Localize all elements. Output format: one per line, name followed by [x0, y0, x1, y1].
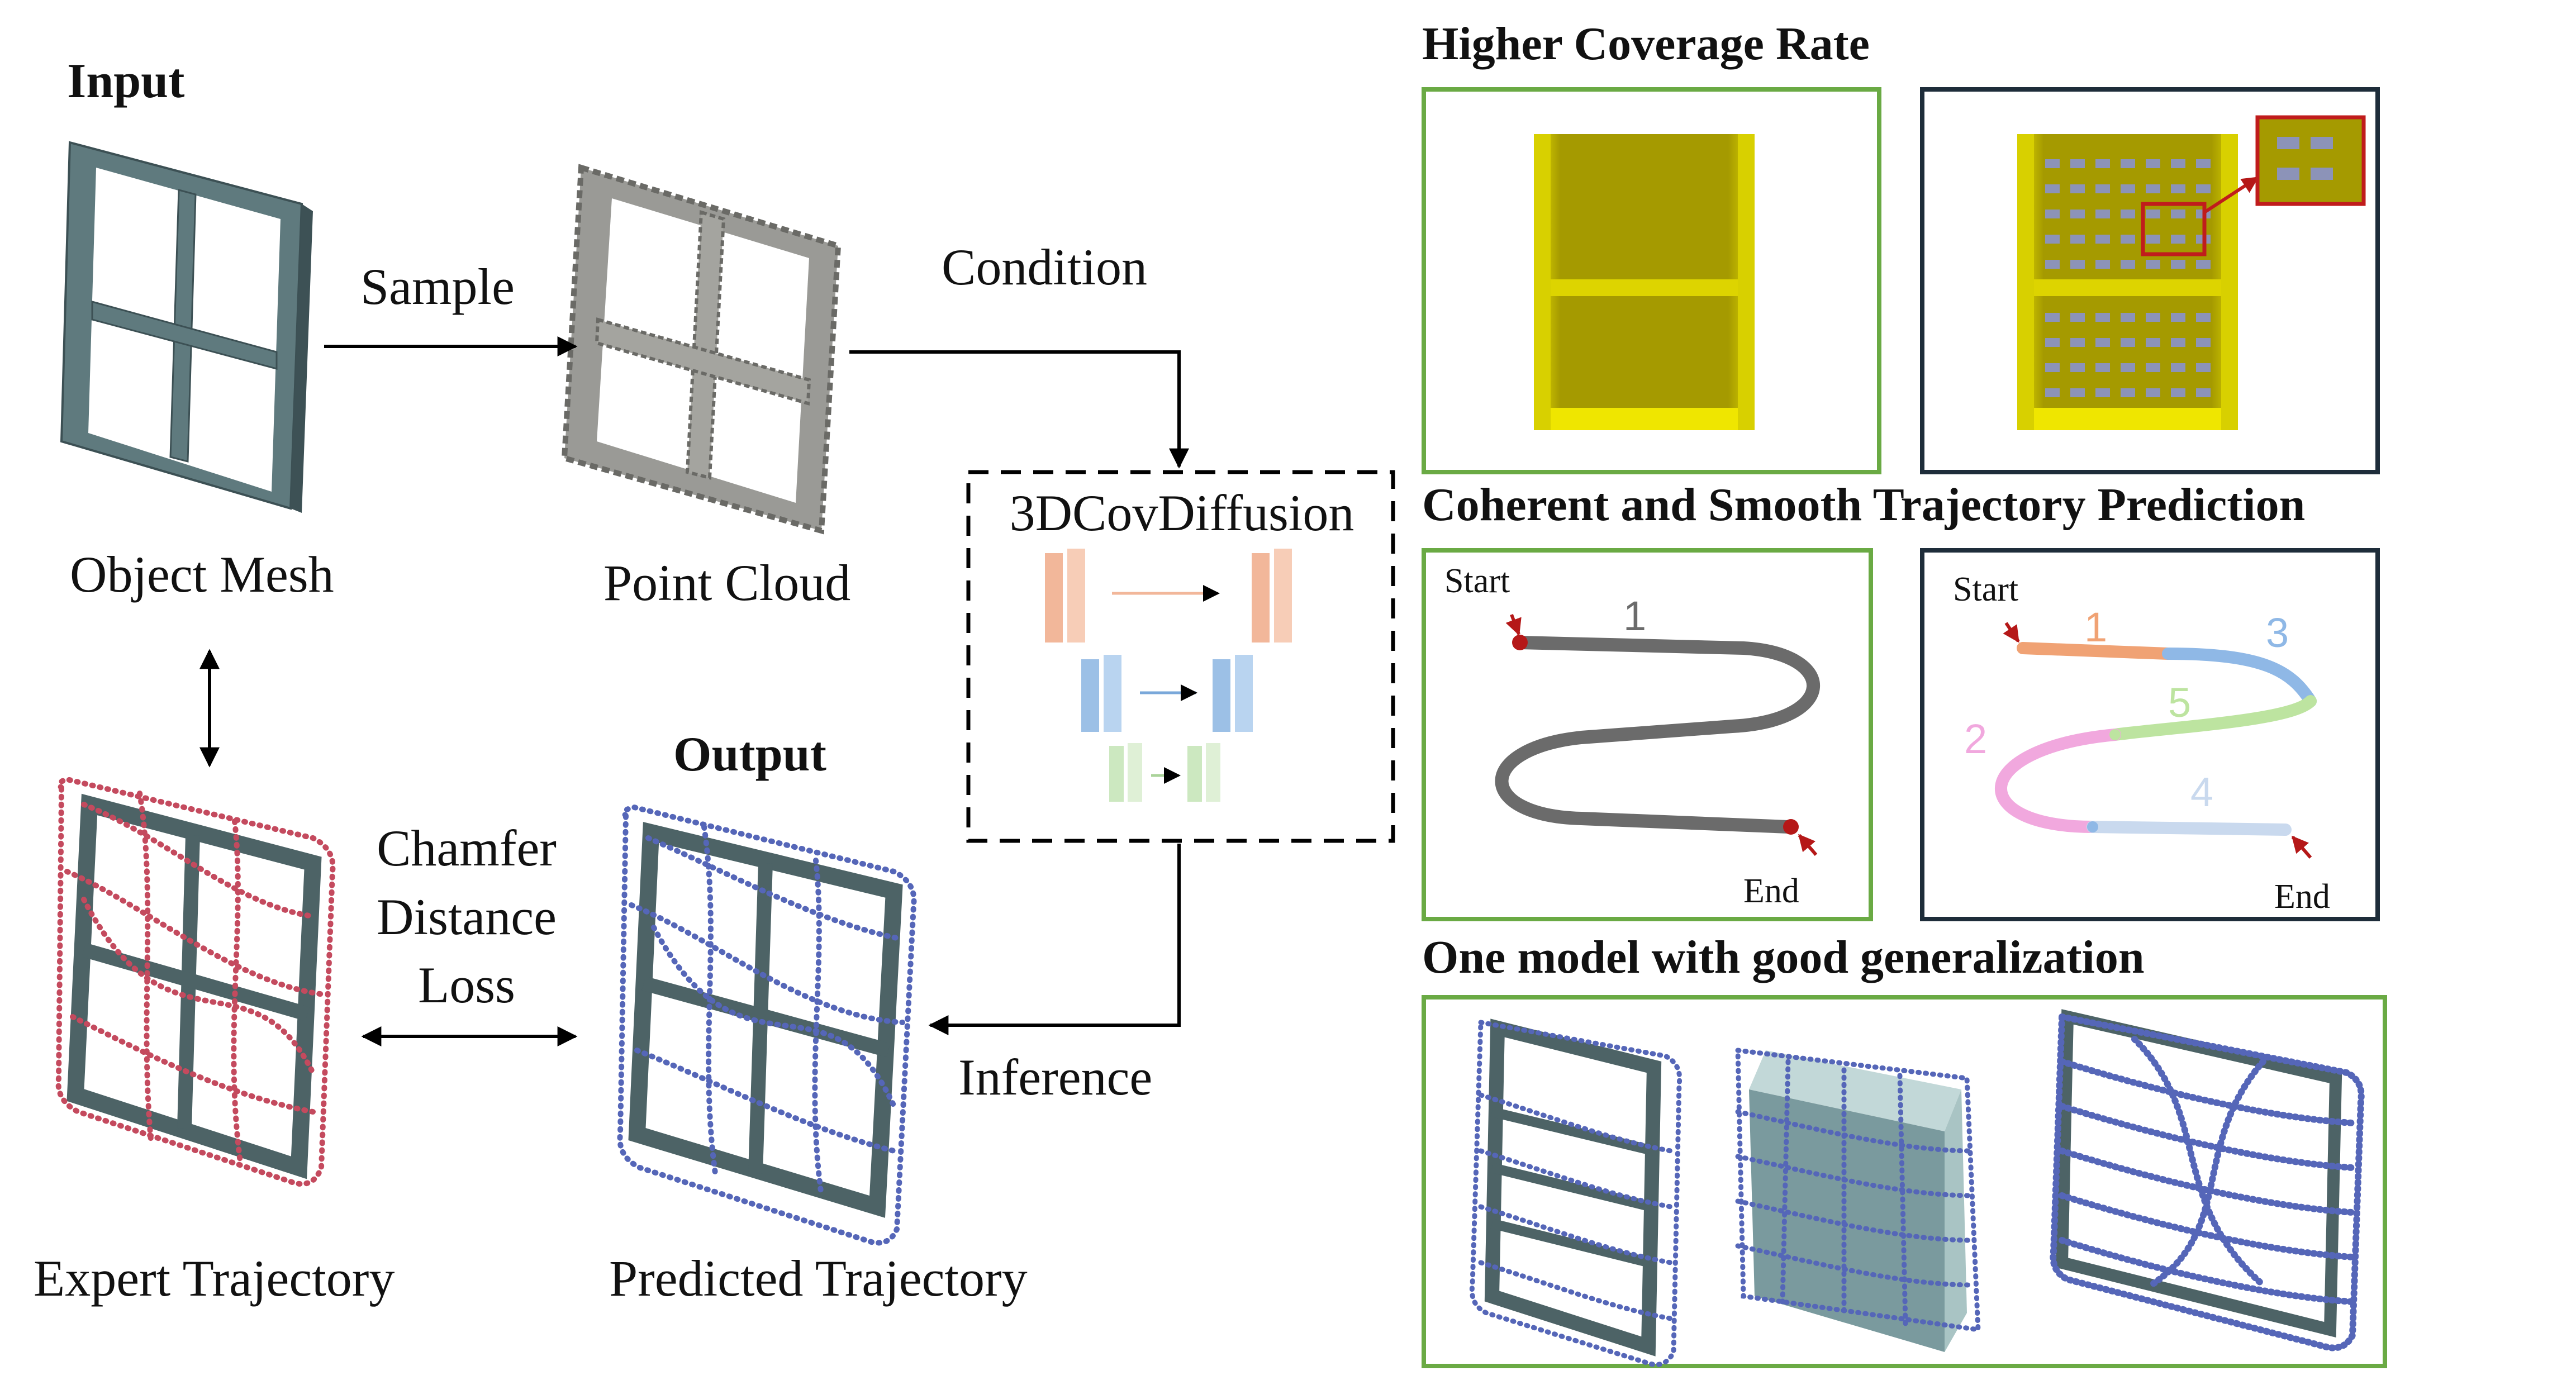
segment-label-2: 2 [1964, 716, 1988, 762]
expert-trajectory-label: Expert Trajectory [34, 1250, 395, 1307]
object-mesh-label: Object Mesh [70, 546, 334, 603]
end-marker [1783, 819, 1799, 835]
generalization-grille [2050, 1009, 2365, 1351]
inference-arrow [928, 844, 1181, 1035]
loss-label-line3: Loss [418, 956, 515, 1013]
coverage-title: Higher Coverage Rate [1422, 18, 1870, 70]
point-cloud-figure [561, 164, 842, 535]
start-label-right: Start [1953, 570, 2019, 608]
output-heading: Output [673, 727, 826, 782]
loss-label-line1: Chamfer [377, 820, 557, 877]
segment-joints [2017, 642, 2316, 835]
object-mesh-figure [60, 141, 313, 513]
predicted-trajectory-label: Predicted Trajectory [609, 1250, 1028, 1307]
segment-label-5: 5 [2168, 679, 2192, 726]
model-title: 3DCovDiffusion [1009, 484, 1354, 541]
sample-label: Sample [360, 258, 515, 315]
expert-trajectory-figure [55, 776, 336, 1187]
end-label-left: End [1743, 872, 1799, 910]
start-label-left: Start [1444, 562, 1510, 600]
start-marker [1512, 635, 1528, 650]
single-trajectory-path [1495, 636, 1820, 834]
zoom-box-small [2141, 202, 2207, 256]
shelf-plain [1534, 134, 1755, 430]
loss-label-line2: Distance [377, 888, 557, 945]
segment-label-3: 3 [2266, 610, 2289, 656]
zoom-box-large [2255, 115, 2366, 206]
end-label-right: End [2274, 878, 2330, 916]
unet-icon [1045, 549, 1292, 802]
segmented-trajectory [1995, 642, 2317, 836]
predicted-trajectory-figure [617, 804, 917, 1246]
generalization-window [1469, 1018, 1683, 1367]
condition-label: Condition [942, 239, 1148, 296]
segment-label-1: 1 [2084, 604, 2108, 650]
shelf-covered [2017, 115, 2366, 430]
condition-arrow [849, 350, 1189, 469]
generalization-title: One model with good generalization [1422, 931, 2145, 983]
input-heading: Input [67, 54, 185, 108]
inference-label: Inference [958, 1049, 1153, 1106]
model-box [966, 470, 1395, 843]
trajectory-title: Coherent and Smooth Trajectory Predictio… [1422, 479, 2306, 531]
generalization-block [1735, 1047, 1981, 1352]
segment-label-4: 4 [2190, 769, 2214, 815]
point-cloud-label: Point Cloud [603, 554, 851, 611]
segment-label-single: 1 [1623, 593, 1647, 639]
